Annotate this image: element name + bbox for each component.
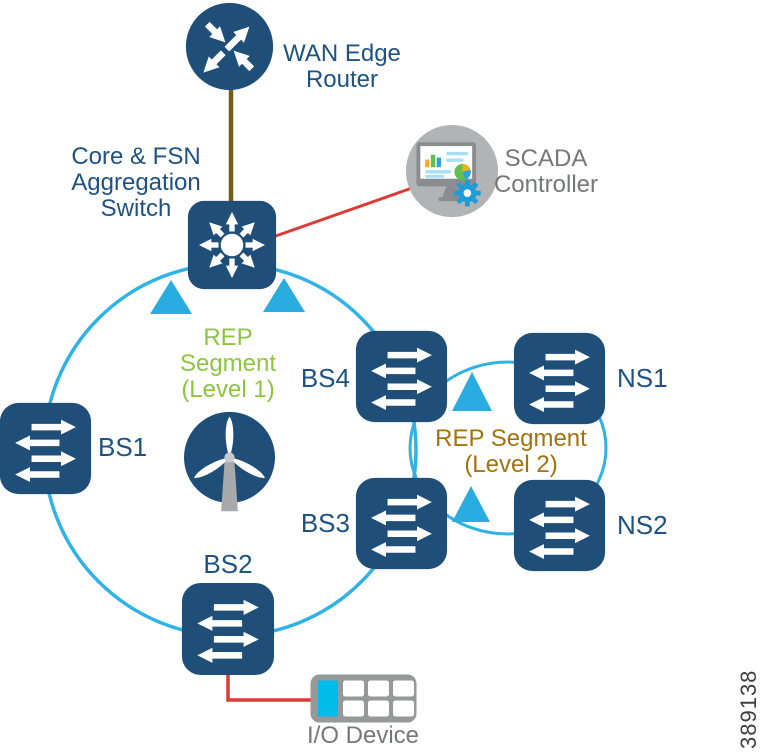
switch-bs4-icon [355, 330, 448, 423]
io-device-label: I/O Device [306, 722, 420, 749]
rep-triangle-level1-right [263, 278, 305, 312]
rep-triangle-level1-left [150, 280, 192, 314]
switch-bs3-icon [355, 477, 448, 570]
bs2-label: BS2 [203, 549, 253, 579]
io-device-icon [310, 674, 417, 723]
rep-level2-ring [408, 360, 608, 536]
wan-edge-router-label: WAN Edge Router [283, 40, 401, 93]
ns2-label: NS2 [617, 510, 668, 540]
switch-ns2-icon [513, 479, 606, 572]
bs4-label: BS4 [300, 363, 350, 393]
bs1-label: BS1 [98, 432, 148, 462]
gear-icon [453, 179, 481, 207]
rep-segment-level2-label: REP Segment (Level 2) [435, 425, 587, 478]
bs3-label: BS3 [300, 508, 350, 538]
scada-controller-icon [405, 124, 499, 218]
switch-ns1-icon [513, 332, 606, 425]
rep-triangle-level2-bottom [452, 486, 490, 522]
rep-segment-level1-label: REP Segment (Level 1) [179, 324, 277, 403]
switch-bs2-icon [181, 582, 275, 676]
figure-number: 389138 [736, 669, 761, 749]
wan-edge-router-icon [185, 2, 274, 91]
wind-turbine-icon [184, 411, 275, 512]
scada-controller-label: SCADA Controller [493, 145, 599, 198]
rep-triangle-level2-top [452, 372, 492, 411]
ns1-label: NS1 [617, 363, 668, 393]
core-switch-label: Core & FSN Aggregation Switch [71, 143, 201, 222]
switch-bs1-icon [0, 402, 92, 495]
bs2-io-link [226, 672, 314, 702]
core-scada-link [269, 186, 413, 240]
